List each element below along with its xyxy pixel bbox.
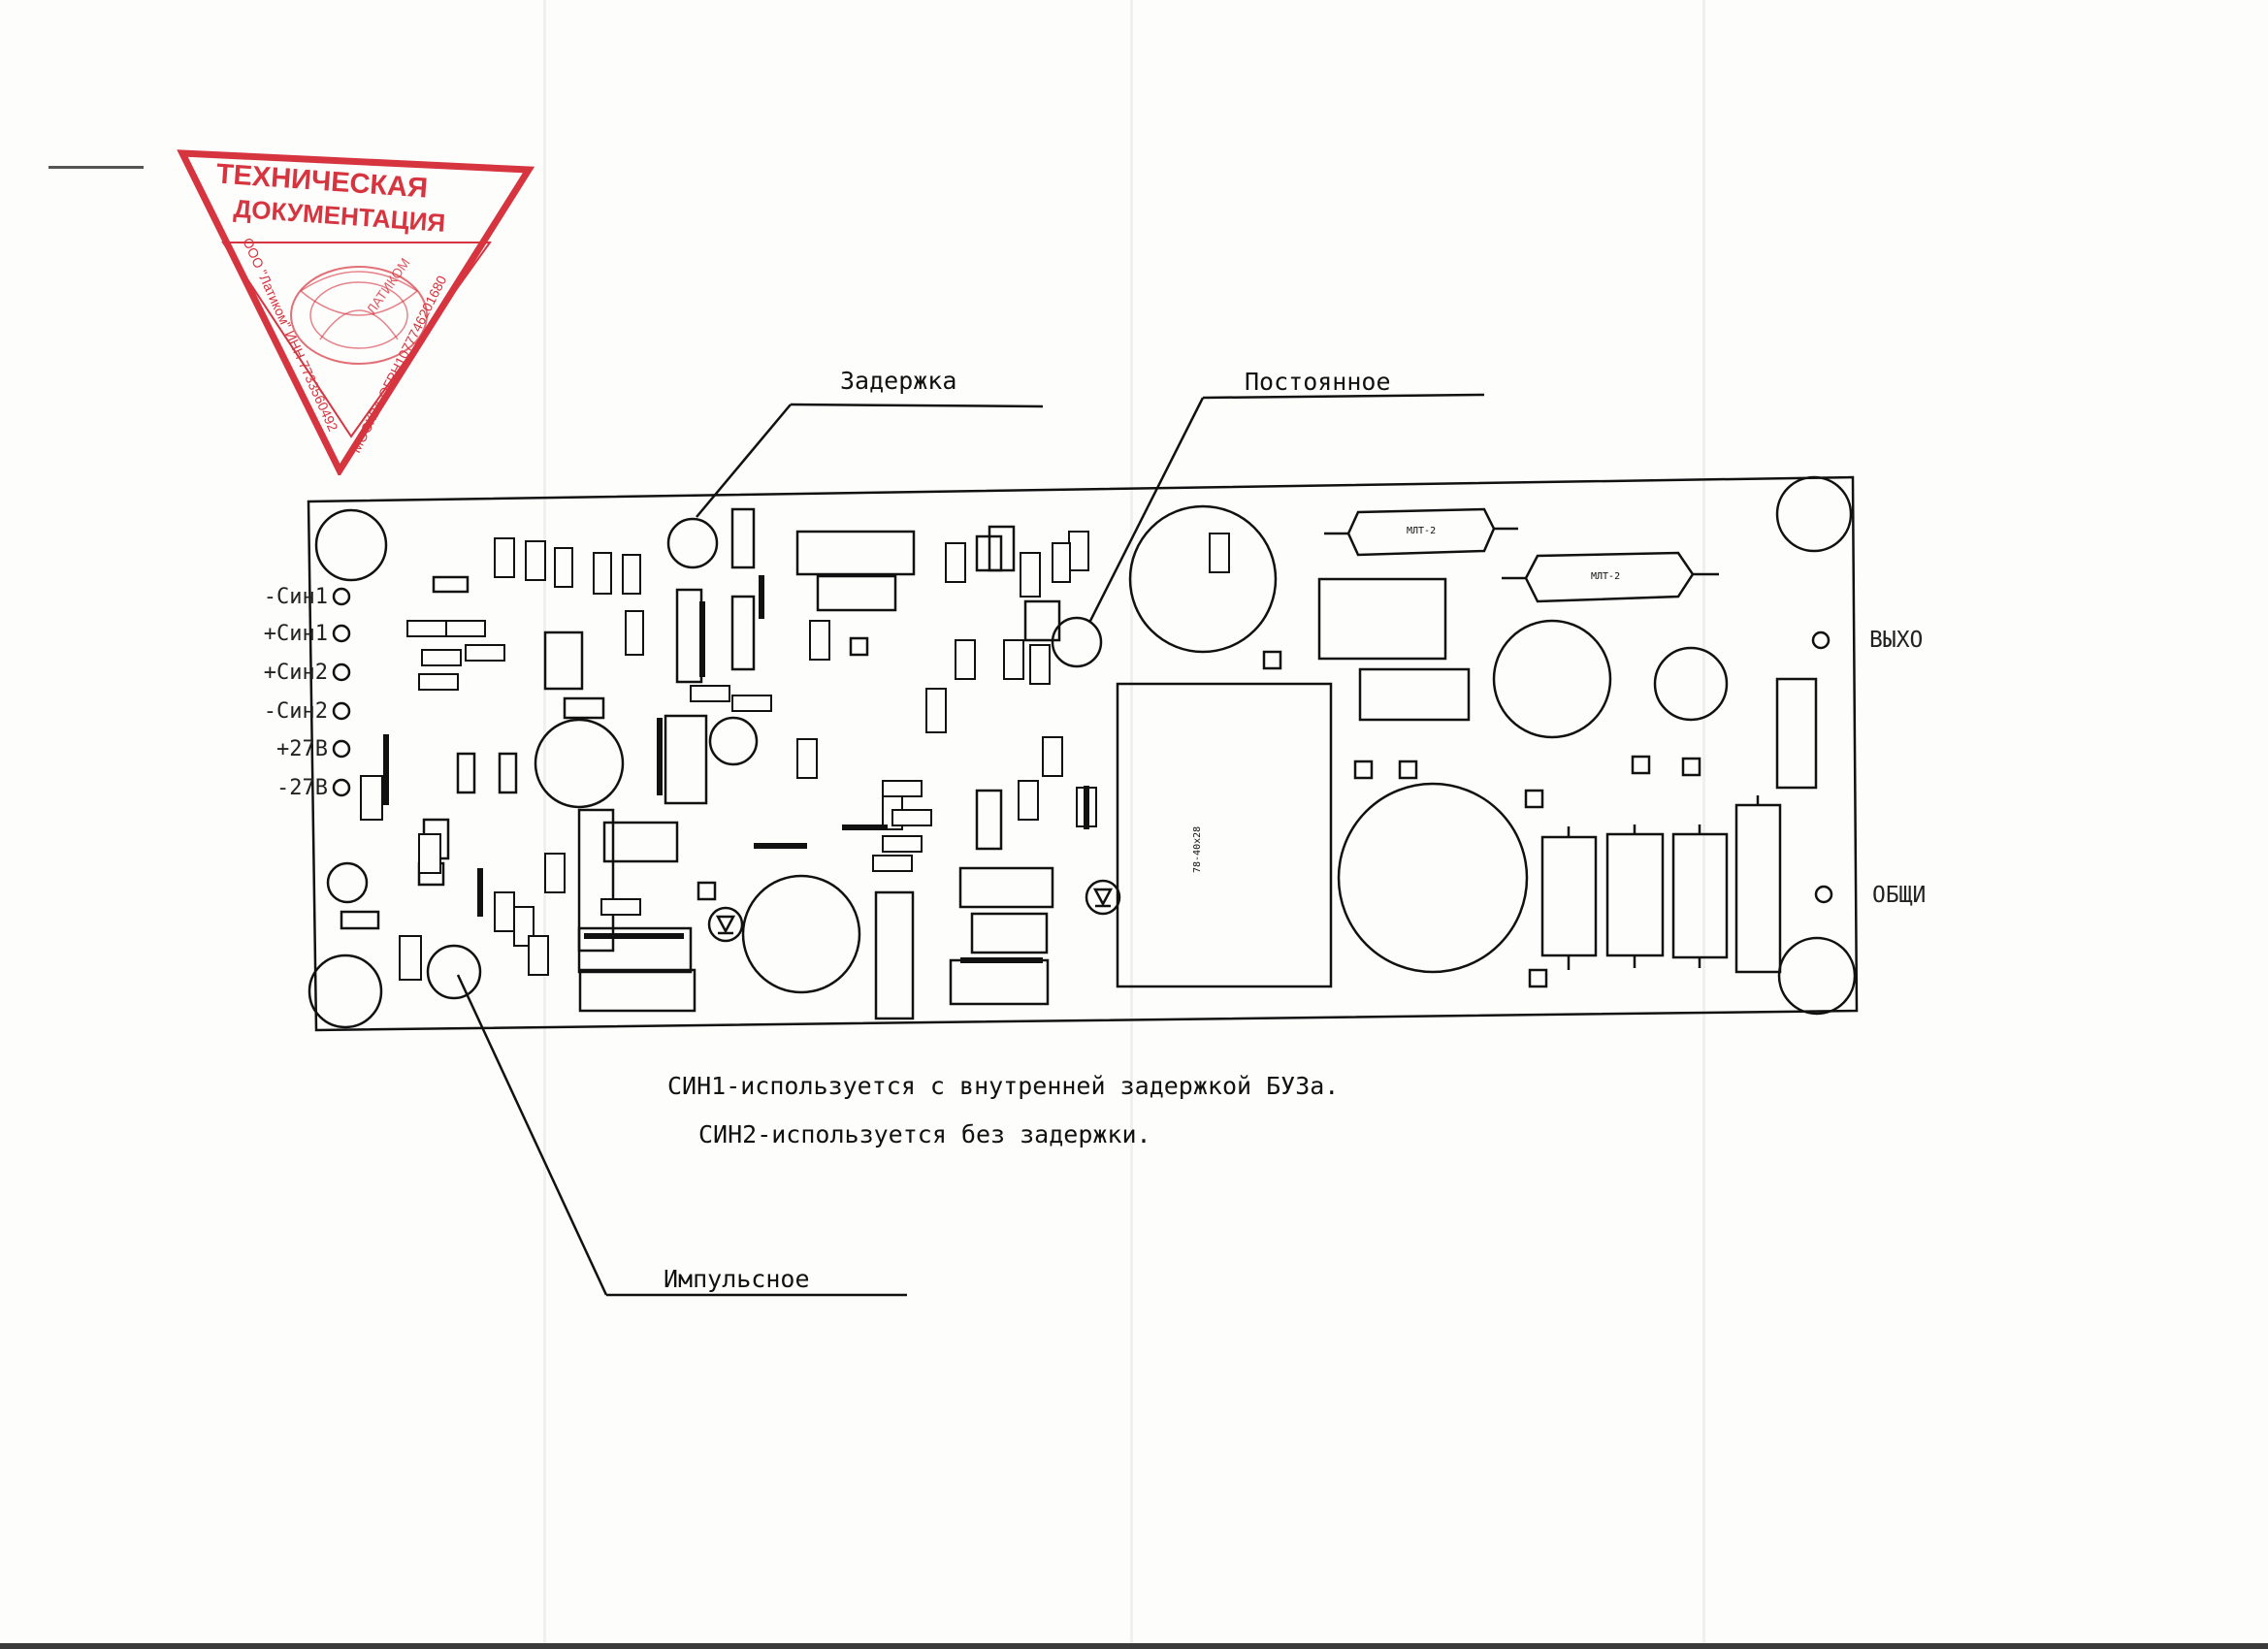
pin-label: +Син2 <box>263 661 328 685</box>
capacitor <box>741 874 861 994</box>
note-line-2: СИН2-используется без задержки. <box>698 1120 1151 1148</box>
paper-fold-line <box>1130 0 1133 1649</box>
capacitor <box>534 718 625 809</box>
common-label: ОБЩИ <box>1872 883 1927 908</box>
constant-trimmer <box>1051 616 1103 668</box>
delay-trimmer <box>666 517 719 569</box>
pulse-trimmer <box>426 944 482 1000</box>
note-line-1: СИН1-используется с внутренней задержкой… <box>667 1072 1340 1100</box>
mounting-hole <box>314 508 388 582</box>
constant-leader-line <box>1087 397 1205 624</box>
scan-edge <box>0 1643 2268 1649</box>
callout-constant: Постоянное <box>1245 368 1391 396</box>
power-resistor <box>1540 835 1598 957</box>
delay-leader-line <box>696 404 792 518</box>
pin-label: +27В <box>276 737 328 761</box>
axial-resistor-1 <box>1324 507 1518 557</box>
power-resistor <box>1671 832 1729 959</box>
large-capacitor <box>1128 504 1278 654</box>
power-resistor <box>1605 832 1665 957</box>
mounting-hole <box>1775 475 1853 553</box>
axial-resistor-2 <box>1502 551 1719 603</box>
diode <box>707 906 744 943</box>
resistor-label: МЛТ-2 <box>1591 571 1620 582</box>
capacitor <box>1492 619 1612 739</box>
diode <box>1085 879 1121 916</box>
transformer <box>1116 682 1333 988</box>
margin-dash <box>49 166 144 169</box>
pin-label: +Син1 <box>263 622 328 646</box>
capacitor <box>1653 646 1729 722</box>
mounting-hole <box>1777 936 1857 1016</box>
pin-label: -Син1 <box>263 585 328 609</box>
large-capacitor <box>1337 782 1529 974</box>
callout-delay: Задержка <box>840 367 957 395</box>
pulse-leader-line <box>456 974 608 1296</box>
paper-fold-line <box>1702 0 1705 1649</box>
pin-label: -Син2 <box>263 699 328 724</box>
callout-pulse: Импульсное <box>664 1265 810 1293</box>
technical-documentation-stamp: ТЕХНИЧЕСКАЯ ДОКУМЕНТАЦИЯ ЛАТИКОМ ООО "Ла… <box>177 149 535 475</box>
transformer-label: 78-40x28 <box>1192 826 1203 873</box>
output-label: ВЫХО <box>1869 628 1924 653</box>
resistor-label: МЛТ-2 <box>1407 526 1436 536</box>
power-resistor <box>1734 803 1782 974</box>
pin-label: -27В <box>276 776 328 800</box>
board-outline <box>307 475 1859 1032</box>
paper-fold-line <box>543 0 546 1649</box>
mounting-hole <box>308 954 383 1029</box>
